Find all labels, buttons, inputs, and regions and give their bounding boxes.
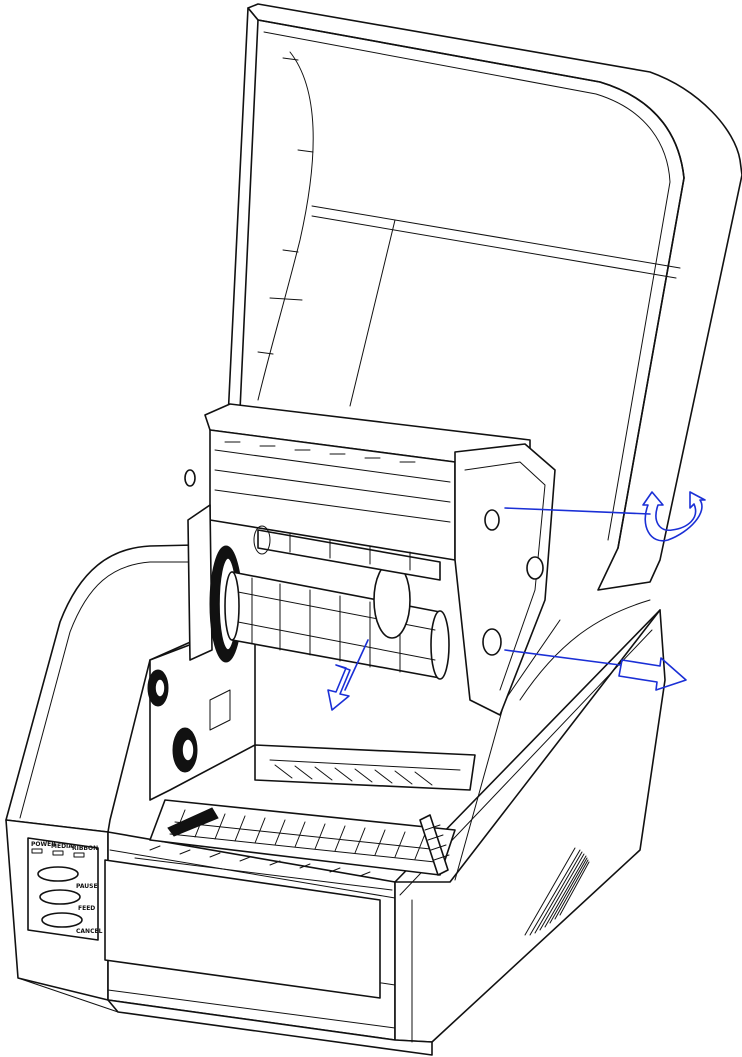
indicator-label-ribbon: RIBBON [72,845,98,852]
cancel-button-label: CANCEL [76,928,103,935]
top-cover [227,3,742,591]
ribbon-mechanism [184,403,556,716]
cancel-button[interactable]: CANCEL [41,912,103,935]
side-vent [524,847,590,936]
feed-button[interactable]: FEED [39,889,95,912]
push-down-arrow [327,639,369,711]
drive-gear-lower [172,727,198,773]
indicator-label-power: POWER [31,841,56,848]
indicator-power: POWER [31,841,56,854]
control-panel: POWER MEDIA RIBBON PAUSE FEED CANCEL [27,837,103,941]
pause-button-label: PAUSE [76,883,98,890]
indicator-ribbon: RIBBON [72,845,98,858]
drive-gear-upper [147,669,169,707]
feed-button-label: FEED [78,905,95,912]
indicator-media: MEDIA [51,843,73,856]
rotate-arrow [504,491,706,542]
pause-button[interactable]: PAUSE [37,866,98,890]
indicator-label-media: MEDIA [51,843,73,850]
pull-out-arrow [504,649,687,691]
